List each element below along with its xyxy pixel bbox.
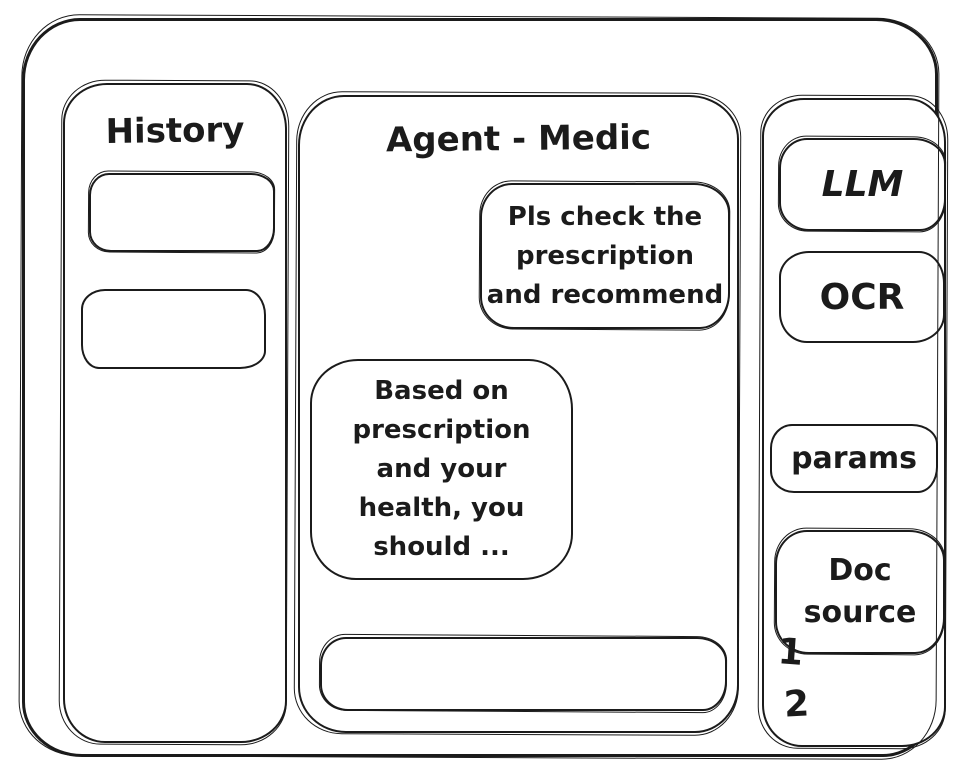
doc-source-button[interactable]: Doc source [775,530,945,654]
app-window-frame: History Agent - Medic Pls check the pres… [22,18,946,757]
user-message-bubble: Pls check the prescription and recommend [480,183,730,329]
history-panel-title: History [105,110,245,152]
tools-panel: LLM OCR params Doc source 1 2 [762,98,946,747]
history-panel: History [63,83,287,743]
agent-message-bubble: Based on prescription and your health, y… [310,359,573,580]
doc-source-item-2[interactable]: 2 [782,683,811,726]
chat-panel-title: Agent - Medic [385,117,652,161]
chat-panel: Agent - Medic Pls check the prescription… [298,95,739,733]
history-item-2[interactable] [81,289,266,369]
history-item-1[interactable] [89,173,275,252]
llm-button[interactable]: LLM [779,138,946,231]
message-input[interactable] [320,637,727,711]
params-button[interactable]: params [770,424,938,493]
ocr-button[interactable]: OCR [779,251,945,343]
doc-source-item-1[interactable]: 1 [776,631,805,674]
